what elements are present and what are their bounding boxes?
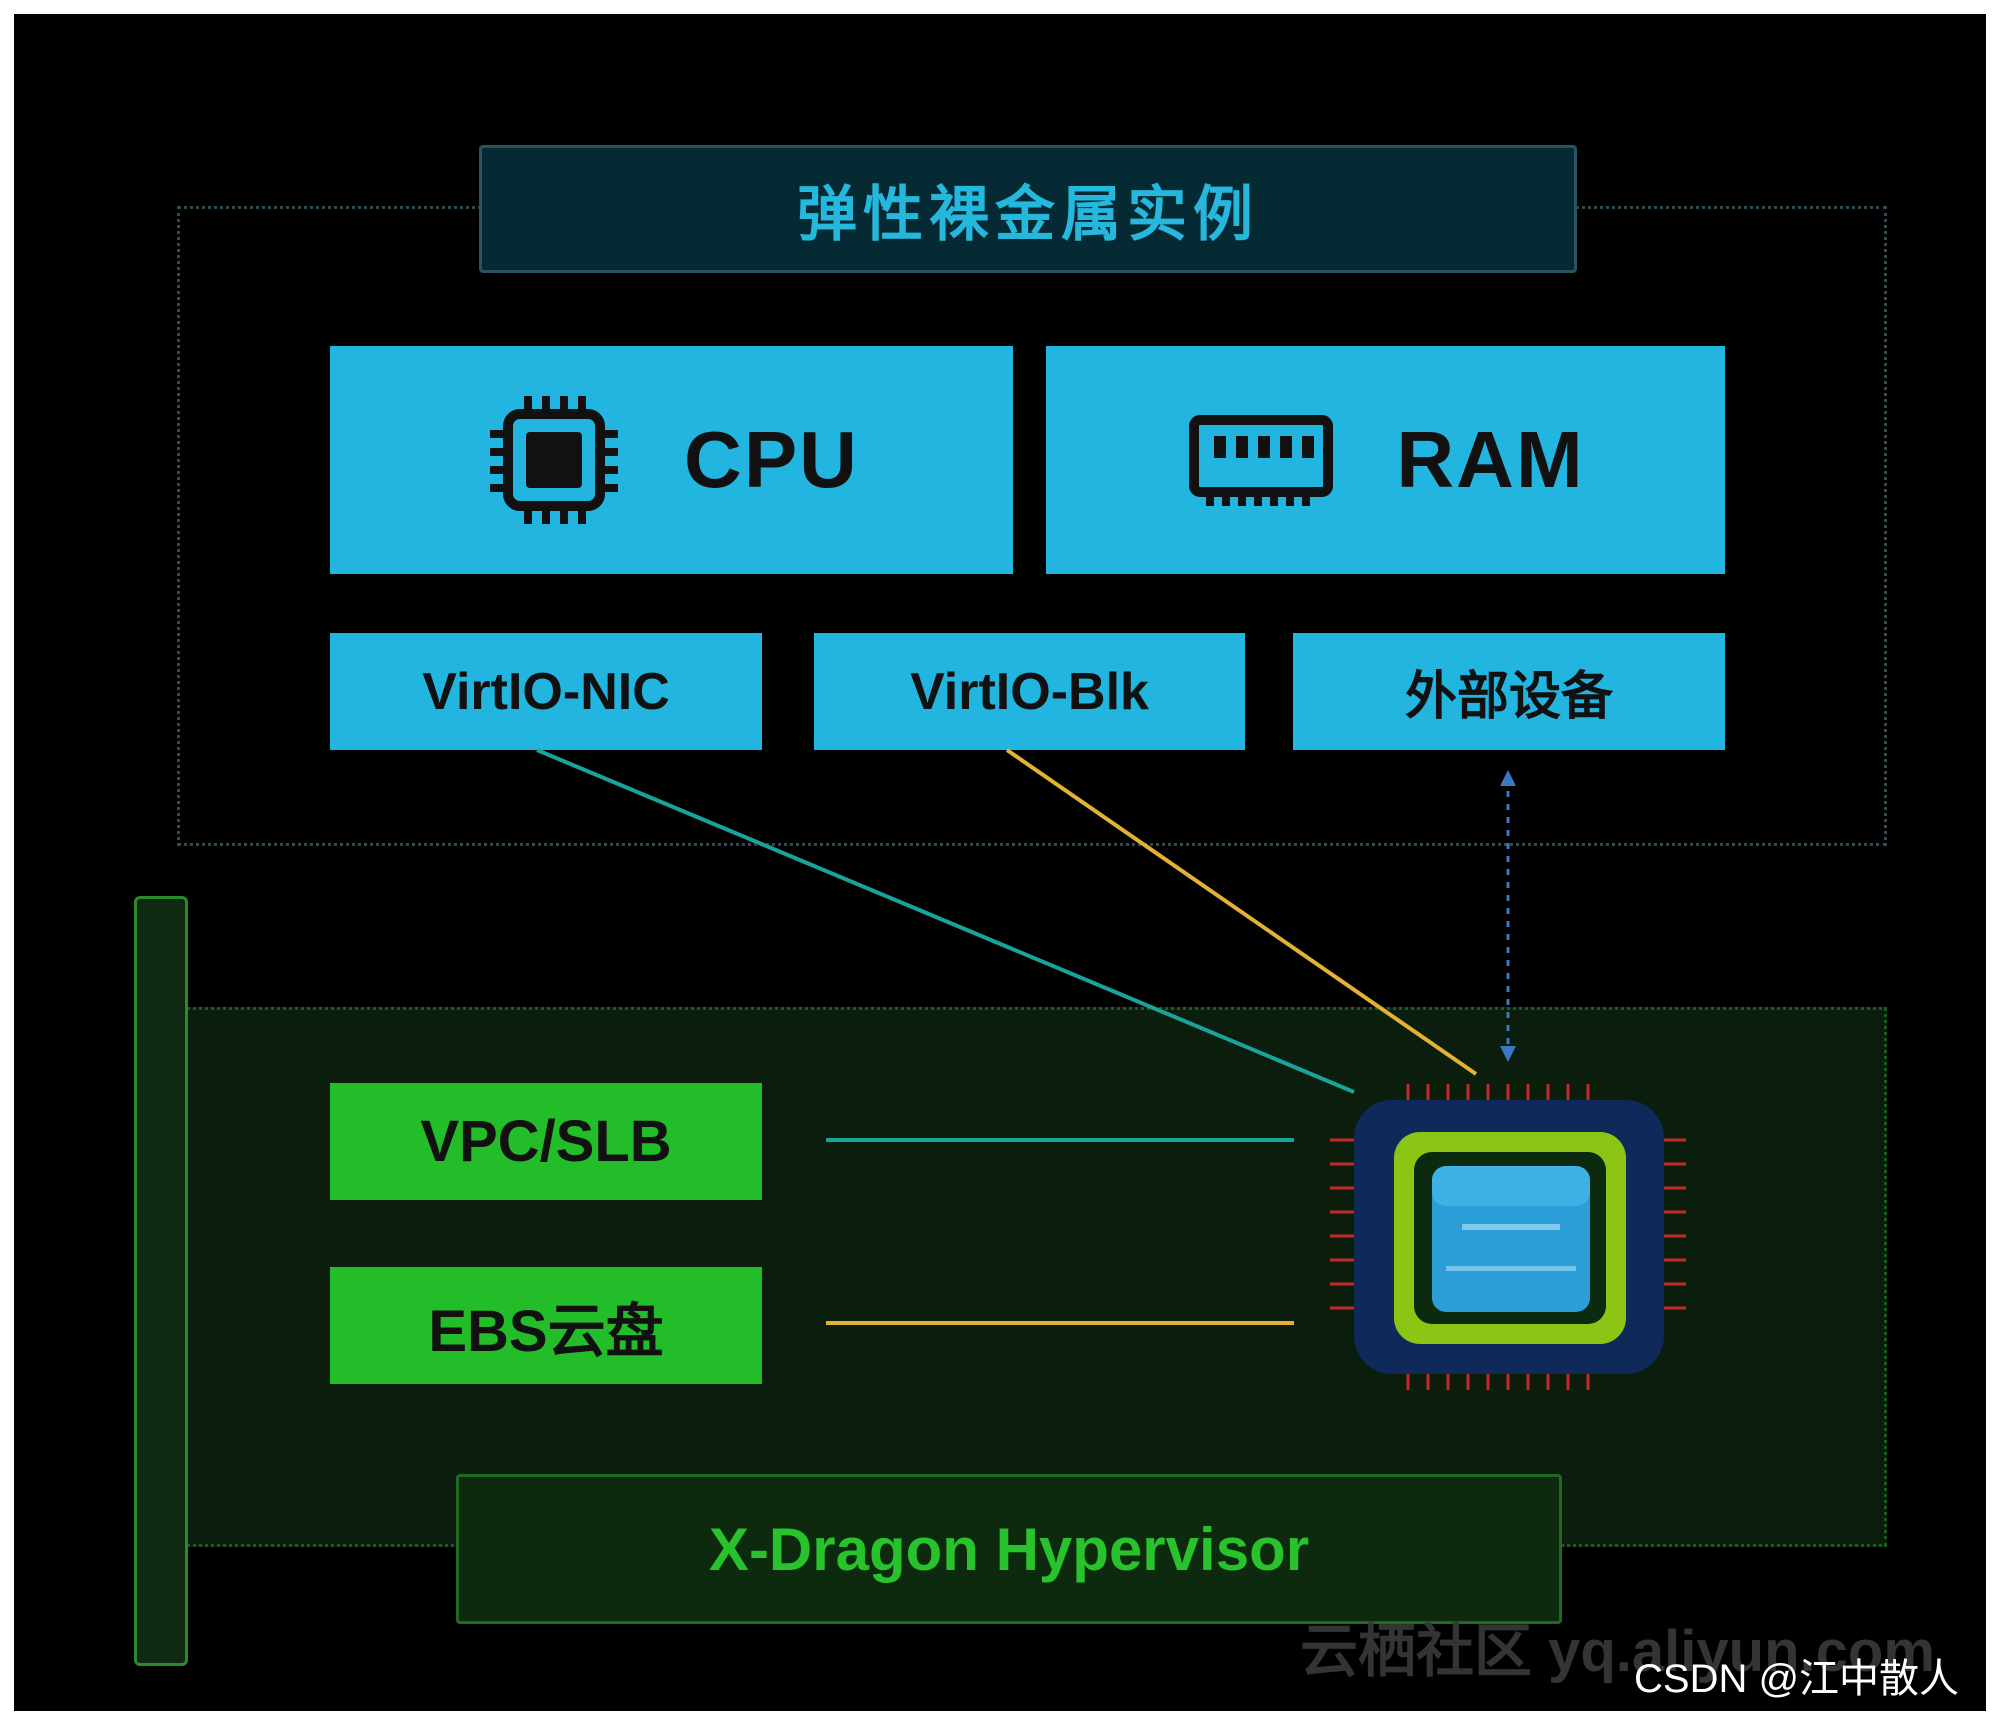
ram-box: RAM (1046, 346, 1725, 574)
ext-arrow-up-icon (1500, 770, 1516, 786)
credit-text: CSDN @江中散人 (1634, 1657, 1960, 1701)
instance-title-box: 弹性裸金属实例 (479, 145, 1577, 273)
vpc-slb-label: VPC/SLB (420, 1109, 672, 1174)
ram-label: RAM (1396, 415, 1585, 504)
x-dragon-label: X-Dragon Hypervisor (708, 1515, 1310, 1583)
mocc-chip-icon (1330, 1084, 1686, 1390)
ebs-label: EBS云盘 (428, 1298, 664, 1364)
blk-connector (1005, 748, 1478, 1076)
virtio-nic-box: VirtIO-NIC (330, 633, 762, 750)
watermark: 云栖社区 yq.aliyun.com (1300, 1619, 1935, 1684)
ram-module-icon (1186, 410, 1336, 510)
cpu-label: CPU (684, 415, 859, 504)
virtio-nic-label: VirtIO-NIC (422, 662, 670, 721)
x-dragon-box: X-Dragon Hypervisor (456, 1474, 1562, 1624)
ebs-box: EBS云盘 (330, 1267, 762, 1384)
external-device-box: 外部设备 (1293, 633, 1725, 750)
virtio-blk-label: VirtIO-Blk (910, 662, 1149, 721)
external-device-label: 外部设备 (1404, 668, 1613, 726)
cpu-chip-icon (484, 390, 624, 530)
connectors-layer (536, 748, 1686, 1390)
diagram-canvas: 弹性裸金属实例 CPU (14, 14, 1986, 1711)
instance-title: 弹性裸金属实例 (797, 179, 1259, 250)
nic-connector (536, 748, 1355, 1094)
cpu-box: CPU (330, 346, 1013, 574)
ext-arrow-down-icon (1500, 1046, 1516, 1062)
vpc-slb-box: VPC/SLB (330, 1083, 762, 1200)
hypervisor-rail (134, 896, 188, 1666)
virtio-blk-box: VirtIO-Blk (814, 633, 1245, 750)
